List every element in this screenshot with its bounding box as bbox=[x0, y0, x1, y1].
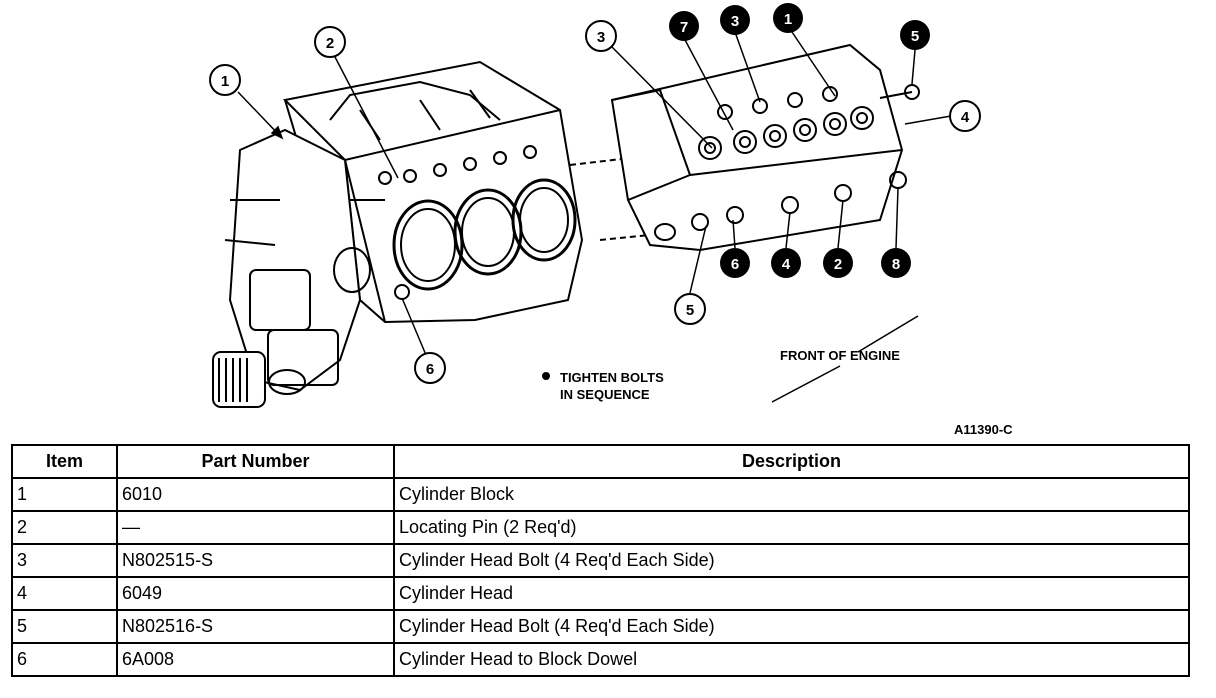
tighten-note-line1: TIGHTEN BOLTS bbox=[560, 370, 664, 385]
cell-item: 2 bbox=[11, 510, 118, 545]
cell-part-number: 6A008 bbox=[116, 642, 395, 677]
cell-description: Cylinder Head Bolt (4 Req'd Each Side) bbox=[393, 543, 1190, 578]
header-description: Description bbox=[393, 444, 1190, 479]
sequence-callout-3: 3 bbox=[720, 5, 750, 35]
table-row: 3 N802515-S Cylinder Head Bolt (4 Req'd … bbox=[11, 543, 1190, 578]
cell-part-number: — bbox=[116, 510, 395, 545]
sequence-callout-4: 4 bbox=[771, 248, 801, 278]
callout-label: 3 bbox=[597, 29, 605, 46]
sequence-bullet-icon bbox=[542, 372, 550, 380]
callout-item-2: 2 bbox=[314, 26, 346, 58]
table-row: 6 6A008 Cylinder Head to Block Dowel bbox=[11, 642, 1190, 677]
cell-part-number: N802515-S bbox=[116, 543, 395, 578]
header-part-number: Part Number bbox=[116, 444, 395, 479]
sequence-label: 1 bbox=[784, 11, 792, 28]
sequence-label: 3 bbox=[731, 13, 739, 30]
cell-item: 3 bbox=[11, 543, 118, 578]
sequence-label: 5 bbox=[911, 28, 919, 45]
sequence-callout-1: 1 bbox=[773, 3, 803, 33]
cell-description: Cylinder Head Bolt (4 Req'd Each Side) bbox=[393, 609, 1190, 644]
cylinder-head-drawing bbox=[610, 43, 920, 252]
table-row: 5 N802516-S Cylinder Head Bolt (4 Req'd … bbox=[11, 609, 1190, 644]
cell-item: 1 bbox=[11, 477, 118, 512]
callout-label: 5 bbox=[686, 302, 694, 319]
cell-item: 5 bbox=[11, 609, 118, 644]
cell-description: Cylinder Block bbox=[393, 477, 1190, 512]
callout-item-6: 6 bbox=[414, 352, 446, 384]
figure-id: A11390-C bbox=[954, 422, 1013, 437]
callout-item-1: 1 bbox=[209, 64, 241, 96]
parts-table: Item Part Number Description 1 6010 Cyli… bbox=[11, 444, 1190, 677]
front-of-engine-label: FRONT OF ENGINE bbox=[780, 348, 900, 363]
callout-item-4: 4 bbox=[949, 100, 981, 132]
engine-exploded-diagram: 1 2 3 4 5 6 7 3 1 5 6 4 bbox=[209, 3, 1013, 437]
cell-part-number: 6010 bbox=[116, 477, 395, 512]
sequence-label: 8 bbox=[892, 256, 900, 273]
table-row: 2 — Locating Pin (2 Req'd) bbox=[11, 510, 1190, 545]
callout-label: 4 bbox=[961, 109, 970, 126]
cell-description: Cylinder Head to Block Dowel bbox=[393, 642, 1190, 677]
callout-label: 6 bbox=[426, 361, 434, 378]
cell-description: Cylinder Head bbox=[393, 576, 1190, 611]
callout-item-3: 3 bbox=[585, 20, 617, 52]
sequence-label: 6 bbox=[731, 256, 739, 273]
callout-leaders bbox=[237, 28, 952, 403]
cell-item: 4 bbox=[11, 576, 118, 611]
callout-label: 2 bbox=[326, 35, 334, 52]
sequence-label: 2 bbox=[834, 256, 842, 273]
sequence-callout-7: 7 bbox=[669, 11, 699, 41]
table-row: 4 6049 Cylinder Head bbox=[11, 576, 1190, 611]
cylinder-block-drawing bbox=[282, 60, 661, 324]
sequence-callout-5: 5 bbox=[900, 20, 930, 50]
table-row: 1 6010 Cylinder Block bbox=[11, 477, 1190, 512]
callout-label: 1 bbox=[221, 73, 229, 90]
cell-description: Locating Pin (2 Req'd) bbox=[393, 510, 1190, 545]
sequence-label: 7 bbox=[680, 19, 688, 36]
tighten-note-line2: IN SEQUENCE bbox=[560, 387, 650, 402]
cell-part-number: 6049 bbox=[116, 576, 395, 611]
sequence-label: 4 bbox=[782, 256, 791, 273]
sequence-callout-8: 8 bbox=[881, 248, 911, 278]
sequence-callout-6: 6 bbox=[720, 248, 750, 278]
header-item: Item bbox=[11, 444, 118, 479]
callout-item-5: 5 bbox=[674, 293, 706, 325]
cell-part-number: N802516-S bbox=[116, 609, 395, 644]
table-header-row: Item Part Number Description bbox=[11, 444, 1190, 479]
cell-item: 6 bbox=[11, 642, 118, 677]
sequence-callout-2: 2 bbox=[823, 248, 853, 278]
timing-cover-drawing bbox=[212, 128, 371, 408]
